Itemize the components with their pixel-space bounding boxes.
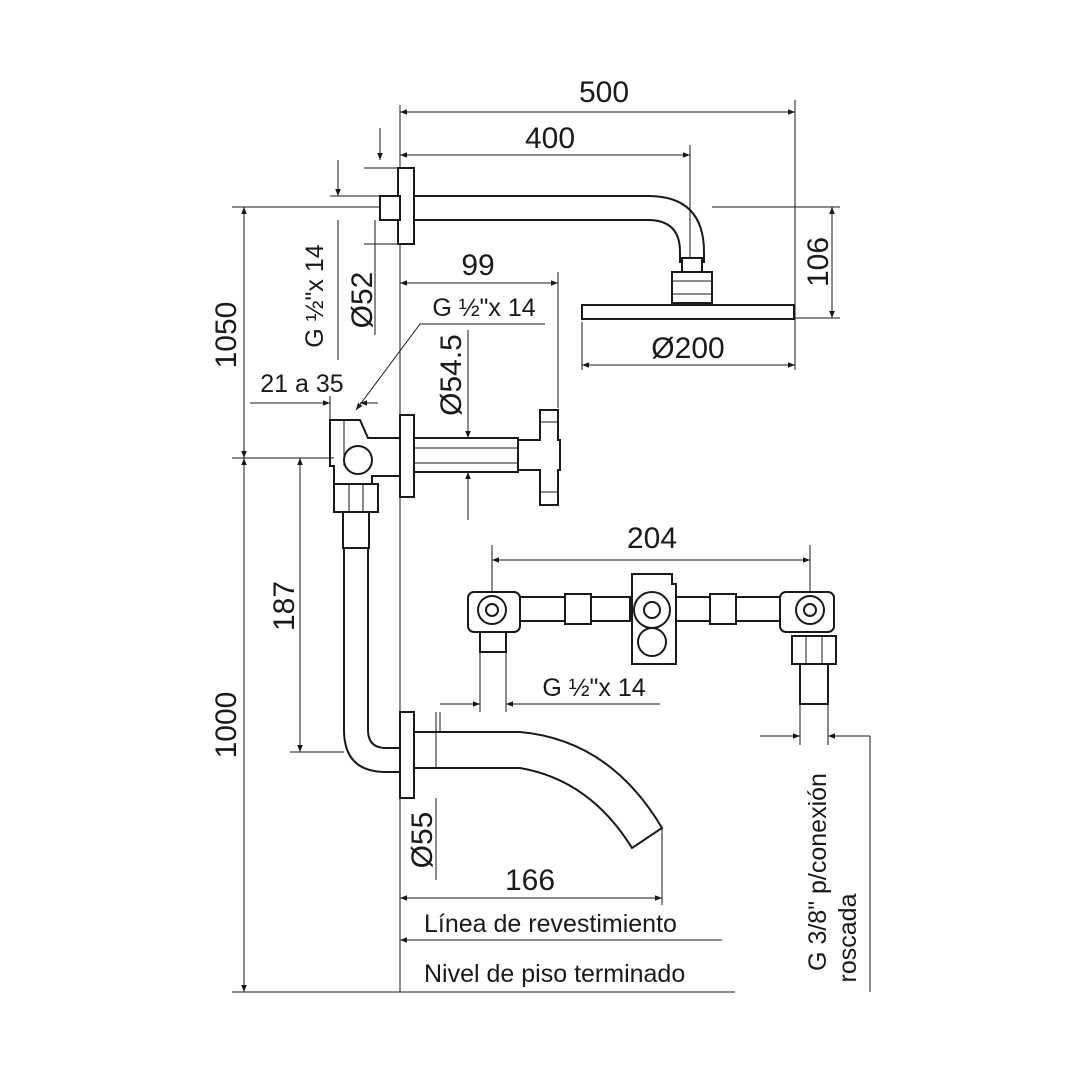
spout xyxy=(413,731,664,850)
valve-assembly xyxy=(329,409,561,549)
elbow-connector xyxy=(342,511,370,549)
piso-label: Nivel de piso terminado xyxy=(424,960,685,988)
dim-200-label: Ø200 xyxy=(651,332,724,365)
spout-flange xyxy=(399,711,415,799)
elbow-fitting xyxy=(329,419,401,485)
right-connector xyxy=(799,663,829,705)
shower-head-swivel xyxy=(671,271,713,304)
shower-arm-connector xyxy=(379,195,401,221)
left-port-stub xyxy=(479,631,507,653)
thread-upper-leader xyxy=(355,323,545,411)
revestimiento-label: Línea de revestimiento xyxy=(424,910,677,938)
thread-vertical-label: G ½"x 14 xyxy=(301,244,329,347)
dim-21a35-label: 21 a 35 xyxy=(260,370,343,398)
right-port xyxy=(779,591,835,633)
center-cartridge xyxy=(631,573,677,665)
center-dot xyxy=(643,601,661,619)
dia55-label: Ø55 xyxy=(406,812,439,869)
spout-assembly xyxy=(343,548,664,850)
center-lower xyxy=(637,627,667,657)
shower-head xyxy=(581,304,795,320)
bar-nut xyxy=(564,593,592,625)
right-nut xyxy=(791,635,837,665)
dia52-label: Ø52 xyxy=(346,272,379,329)
dim-1000-label: 1000 xyxy=(210,692,243,759)
valve-flange xyxy=(399,414,415,498)
bar-nut xyxy=(709,593,737,625)
riser-pipe-inner xyxy=(367,548,400,749)
dim-106-label: 106 xyxy=(802,237,835,287)
dim-187-label: 187 xyxy=(268,581,301,631)
mixer-body-top-view xyxy=(467,573,837,705)
right-port-ring xyxy=(795,595,825,625)
shower-arm xyxy=(379,167,795,320)
elbow-nut xyxy=(333,483,379,513)
shower-arm-nut xyxy=(681,257,703,273)
elbow-round xyxy=(343,445,373,475)
valve-body xyxy=(413,437,519,473)
thread-upper-label: G ½"x 14 xyxy=(432,294,535,322)
dim-400-label: 400 xyxy=(525,122,575,155)
left-port-center xyxy=(485,603,499,617)
cross-handle xyxy=(517,409,561,506)
thread-right-label-1: G 3/8" p/conexión xyxy=(804,773,832,971)
left-port-ring xyxy=(477,595,507,625)
right-port-center xyxy=(803,603,817,617)
left-port xyxy=(467,591,521,633)
dim-500-label: 500 xyxy=(579,76,629,109)
thread-right-label-2: roscada xyxy=(834,893,862,982)
riser-pipe xyxy=(343,548,400,773)
dim-1050-label: 1050 xyxy=(210,302,243,369)
dim-166-label: 166 xyxy=(505,864,555,897)
dim-99-label: 99 xyxy=(461,249,494,282)
dia54-label: Ø54.5 xyxy=(435,334,468,416)
shower-arm-pipe xyxy=(413,195,705,263)
thread-lower-label: G ½"x 14 xyxy=(542,674,645,702)
dim-204-label: 204 xyxy=(627,522,677,555)
